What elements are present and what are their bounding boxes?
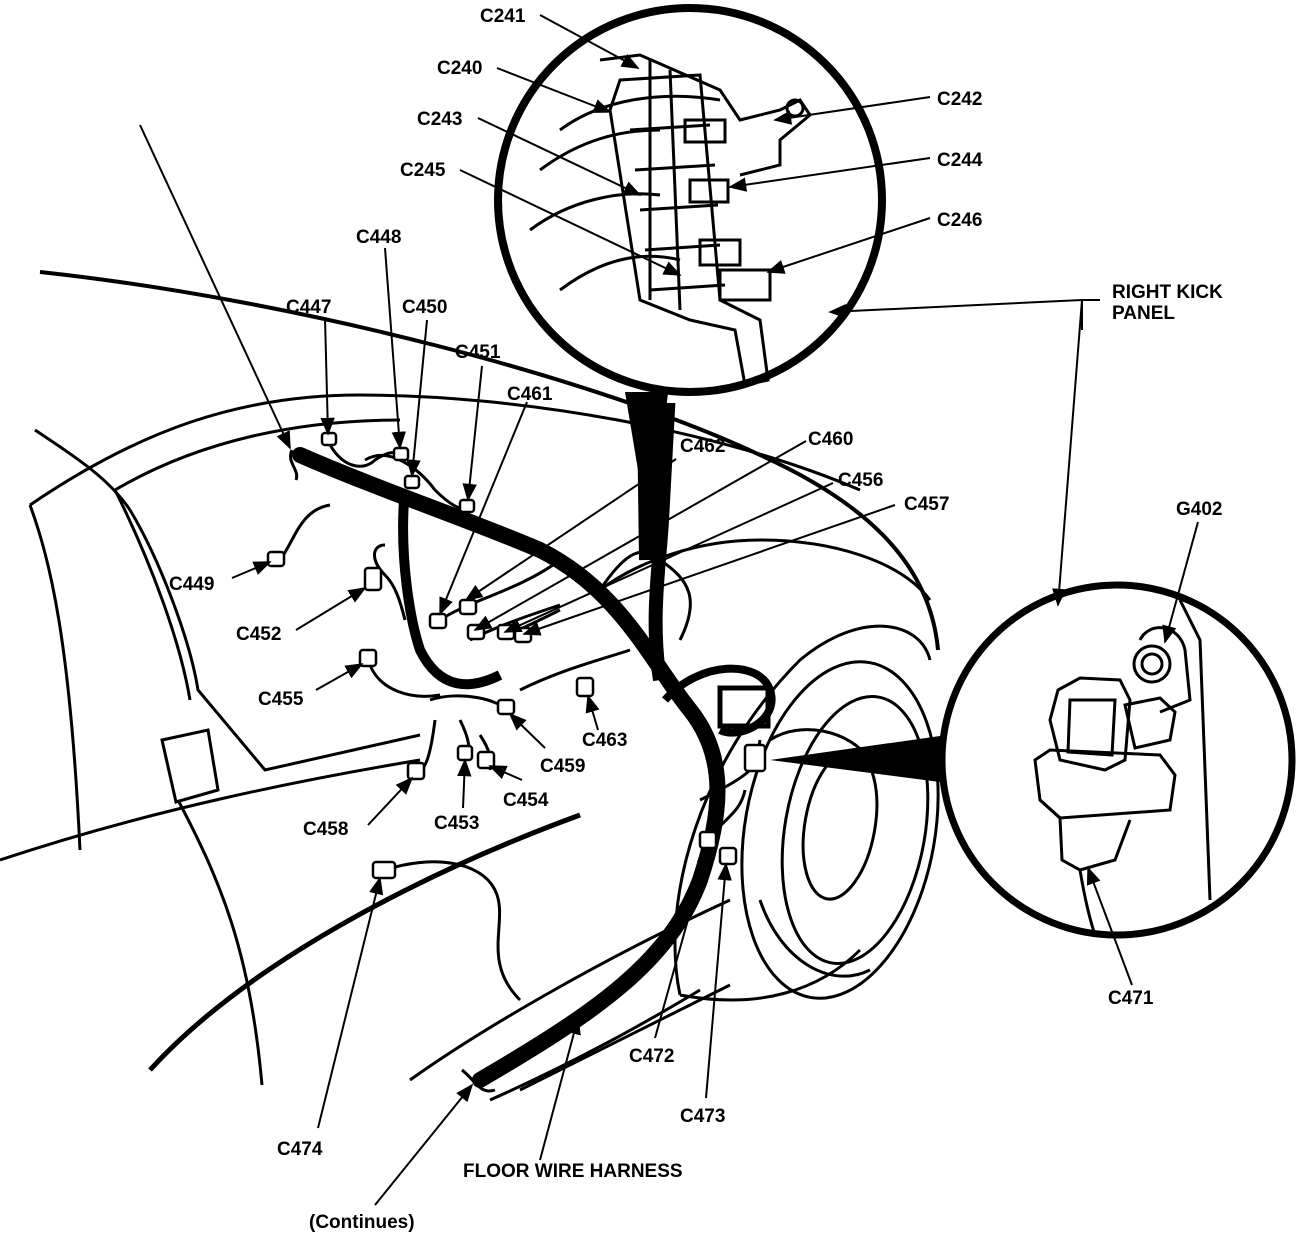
label-c453: C453 [434,813,479,834]
label-c456: C456 [838,470,883,491]
label-c245: C245 [400,160,446,181]
label-floor-wire-harness: FLOOR WIRE HARNESS [463,1161,683,1182]
label-c457: C457 [904,494,949,515]
label-c472: C472 [629,1046,674,1067]
label-c455: C455 [258,689,304,710]
label-c448: C448 [356,227,401,248]
label-c452: C452 [236,624,281,645]
label-c459: C459 [540,756,585,777]
label-c461: C461 [507,384,553,405]
leader-lines [139,14,1199,1206]
label-c450: C450 [402,297,447,318]
label-c240: C240 [437,58,482,79]
label-right-kick-panel-line2: PANEL [1112,303,1175,324]
label-c243: C243 [417,109,462,130]
label-c449: C449 [169,574,214,595]
connector-glyphs [266,431,767,880]
label-right-kick-panel-line1: RIGHT KICK [1112,282,1223,303]
ground-inset [770,581,1296,939]
label-c447: C447 [286,297,331,318]
label-c241: C241 [480,6,526,27]
label-c473: C473 [680,1106,725,1127]
label-g402: G402 [1176,499,1222,520]
label-c246: C246 [937,210,982,231]
label-c474: C474 [277,1139,323,1160]
kick-panel-inset [494,4,886,470]
label-c471: C471 [1108,988,1154,1009]
label-continues: (Continues) [309,1212,415,1233]
label-c242: C242 [937,89,982,110]
label-c460: C460 [808,429,853,450]
label-c244: C244 [937,150,983,171]
label-c451: C451 [455,342,501,363]
label-c454: C454 [503,790,549,811]
labels: C241 C240 C243 C245 C242 C244 C246 C448 … [169,6,1223,1233]
floor-wire-harness-bundle [289,403,776,1093]
label-c462: C462 [680,436,725,457]
label-c463: C463 [582,730,627,751]
label-c458: C458 [303,819,348,840]
